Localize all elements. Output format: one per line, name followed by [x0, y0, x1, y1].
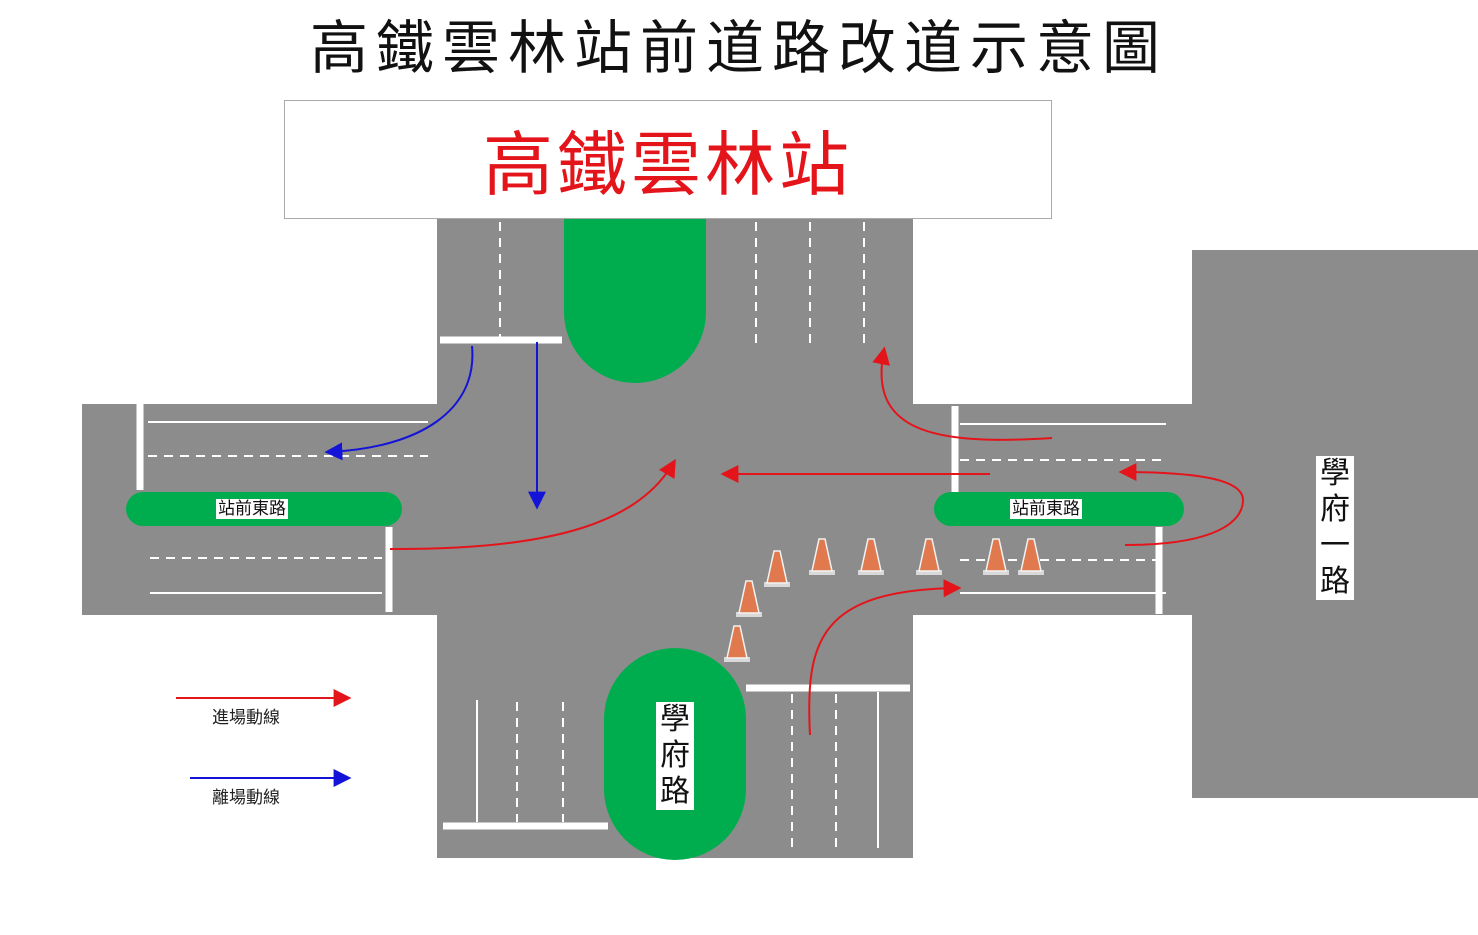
- lane-markings: [148, 222, 1166, 852]
- exit-route-west-turn: [324, 345, 474, 461]
- station-name: 高鐵雲林站: [483, 124, 853, 206]
- road-label-zhanqian-east-east: 站前東路: [1010, 499, 1082, 519]
- traffic-cone: [736, 580, 762, 617]
- traffic-cone: [983, 538, 1009, 575]
- traffic-cone: [724, 625, 750, 662]
- entry-route-west-to-station: [389, 458, 676, 551]
- road-surface: [82, 219, 1478, 858]
- diagram-title: 高鐵雲林站前道路改道示意圖: [309, 14, 1168, 82]
- entry-route-south-to-east: [808, 579, 962, 736]
- traffic-cone: [1018, 538, 1044, 575]
- road-label-xuefu: 學府路: [656, 702, 694, 810]
- north-island: [564, 219, 706, 383]
- legend-exit-label: 離場動線: [212, 788, 280, 808]
- road-label-xuefu-first: 學府一路: [1316, 456, 1354, 600]
- entry-route-east-to-north: [872, 346, 1053, 441]
- traffic-cone: [916, 538, 942, 575]
- traffic-cones: [724, 538, 1044, 662]
- exit-routes: [324, 342, 546, 510]
- stop-lines: [136, 336, 1163, 830]
- legend-arrows: [176, 689, 352, 787]
- lane-lines: [148, 421, 1166, 848]
- traffic-cone: [764, 550, 790, 587]
- station-sign: 高鐵雲林站: [284, 100, 1052, 219]
- entry-routes: [389, 346, 1245, 736]
- road-label-zhanqian-east-west: 站前東路: [216, 499, 288, 519]
- entry-route-xuefu-first-uturn: [1118, 463, 1245, 546]
- legend-entry-label: 進場動線: [212, 708, 280, 728]
- traffic-cone: [858, 538, 884, 575]
- traffic-cone: [809, 538, 835, 575]
